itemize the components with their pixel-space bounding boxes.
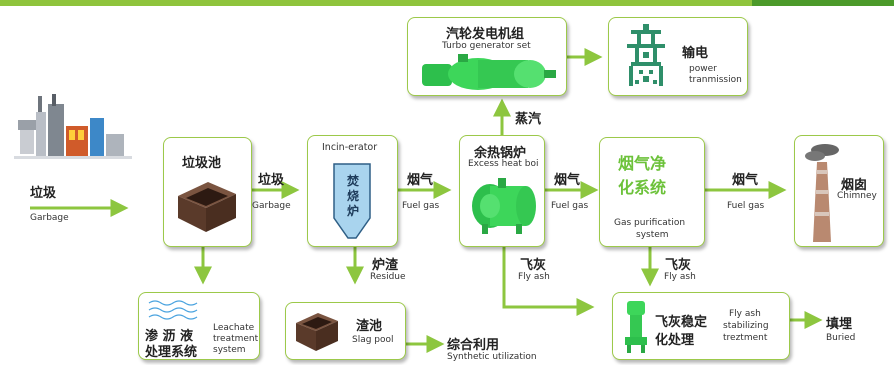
arrow1-label-en: Garbage xyxy=(252,201,291,211)
flyash1-label-zh: 飞灰 xyxy=(520,258,547,273)
chimney-box: 烟囱 Chimney xyxy=(794,135,884,247)
steam-label: 蒸汽 xyxy=(515,112,542,127)
chimney-label-en: Chimney xyxy=(837,191,877,201)
leachate-label-zh-2: 处理系统 xyxy=(145,345,198,360)
stabilizing-label-en-3: treztment xyxy=(723,333,768,343)
boiler-icon xyxy=(472,178,536,234)
slag-pool-label-en: Slag pool xyxy=(352,335,394,345)
slag-pool-box: 渣池 Slag pool xyxy=(285,302,406,360)
leachate-label-en-3: system xyxy=(213,345,246,355)
garbage-pool-label: 垃圾池 xyxy=(182,156,222,171)
chimney-label-zh: 烟囱 xyxy=(841,178,868,193)
turbine-icon xyxy=(422,54,556,90)
boiler-label-zh: 余热锅炉 xyxy=(474,146,527,161)
purification-label-en-2: system xyxy=(636,230,669,240)
top-accent-bar-end xyxy=(752,0,894,6)
purification-label-zh-1: 烟气净 xyxy=(618,154,667,173)
power-box: 输电 power tranmission xyxy=(608,17,748,96)
garbage-pool-box: 垃圾池 xyxy=(163,137,252,247)
top-accent-bar xyxy=(0,0,894,6)
power-tower-icon xyxy=(627,24,665,86)
buried-label-zh: 填埋 xyxy=(826,317,853,332)
residue-label-en: Residue xyxy=(370,272,406,282)
purification-label-en-1: Gas purification xyxy=(614,218,686,228)
leachate-box: 渗 沥 液 处理系统 Leachate treatment system xyxy=(138,292,260,360)
arrow2-label-zh: 烟气 xyxy=(407,173,434,188)
leachate-label-en-2: treatment xyxy=(213,334,259,344)
residue-label-zh: 炉渣 xyxy=(372,258,399,273)
water-waves-icon xyxy=(148,300,198,320)
turbine-label-en: Turbo generator set xyxy=(442,41,531,51)
incinerator-box: Incin-erator 焚烧炉 xyxy=(307,135,398,247)
power-label-en-2: tranmission xyxy=(689,75,742,85)
incinerator-furnace-icon xyxy=(333,163,371,239)
stabilizing-label-zh-1: 飞灰稳定 xyxy=(655,315,708,330)
garbage-bin-icon xyxy=(296,313,338,351)
chimney-icon xyxy=(805,144,839,242)
garbage-input-label-en: Garbage xyxy=(30,213,69,223)
plant-icon xyxy=(14,94,132,159)
leachate-label-zh-1: 渗 沥 液 xyxy=(145,329,194,344)
power-label-zh: 输电 xyxy=(682,46,709,61)
stabilizing-label-en-2: stabilizing xyxy=(723,321,769,331)
synthetic-label-en: Synthetic utilization xyxy=(447,352,537,362)
stabilizing-box: 飞灰稳定 化处理 Fly ash stabilizing treztment xyxy=(612,292,790,360)
purification-box: 烟气净 化系统 Gas purification system xyxy=(599,137,705,247)
arrow-boiler-to-stabilizing xyxy=(502,247,595,316)
stabilizing-label-en-1: Fly ash xyxy=(729,309,761,319)
flyash2-label-zh: 飞灰 xyxy=(665,258,692,273)
stabilizing-label-zh-2: 化处理 xyxy=(655,333,695,348)
buried-label-en: Buried xyxy=(826,333,856,343)
arrow2-label-en: Fuel gas xyxy=(402,201,440,211)
arrow4-label-en: Fuel gas xyxy=(727,201,765,211)
incinerator-body-label: 焚烧炉 xyxy=(346,174,359,218)
turbine-box: 汽轮发电机组 Turbo generator set xyxy=(407,17,567,96)
arrow1-label-zh: 垃圾 xyxy=(258,173,285,188)
slag-pool-label-zh: 渣池 xyxy=(356,319,383,334)
arrow3-label-en: Fuel gas xyxy=(551,201,589,211)
boiler-box: 余热锅炉 Excess heat boiler xyxy=(459,135,545,247)
garbage-bin-icon xyxy=(178,182,236,232)
turbine-label-zh: 汽轮发电机组 xyxy=(446,27,525,42)
boiler-label-en: Excess heat boiler xyxy=(468,159,538,169)
incinerator-title: Incin-erator xyxy=(322,142,378,153)
stabilizer-icon xyxy=(625,301,647,353)
arrow4-label-zh: 烟气 xyxy=(732,173,759,188)
power-label-en-1: power xyxy=(689,64,717,74)
flyash1-label-en: Fly ash xyxy=(518,272,550,282)
flyash2-label-en: Fly ash xyxy=(664,272,696,282)
garbage-input-label-zh: 垃圾 xyxy=(30,186,57,201)
purification-label-zh-2: 化系统 xyxy=(618,178,667,197)
leachate-label-en-1: Leachate xyxy=(213,323,255,333)
arrow3-label-zh: 烟气 xyxy=(554,173,581,188)
synthetic-label-zh: 综合利用 xyxy=(447,338,500,353)
